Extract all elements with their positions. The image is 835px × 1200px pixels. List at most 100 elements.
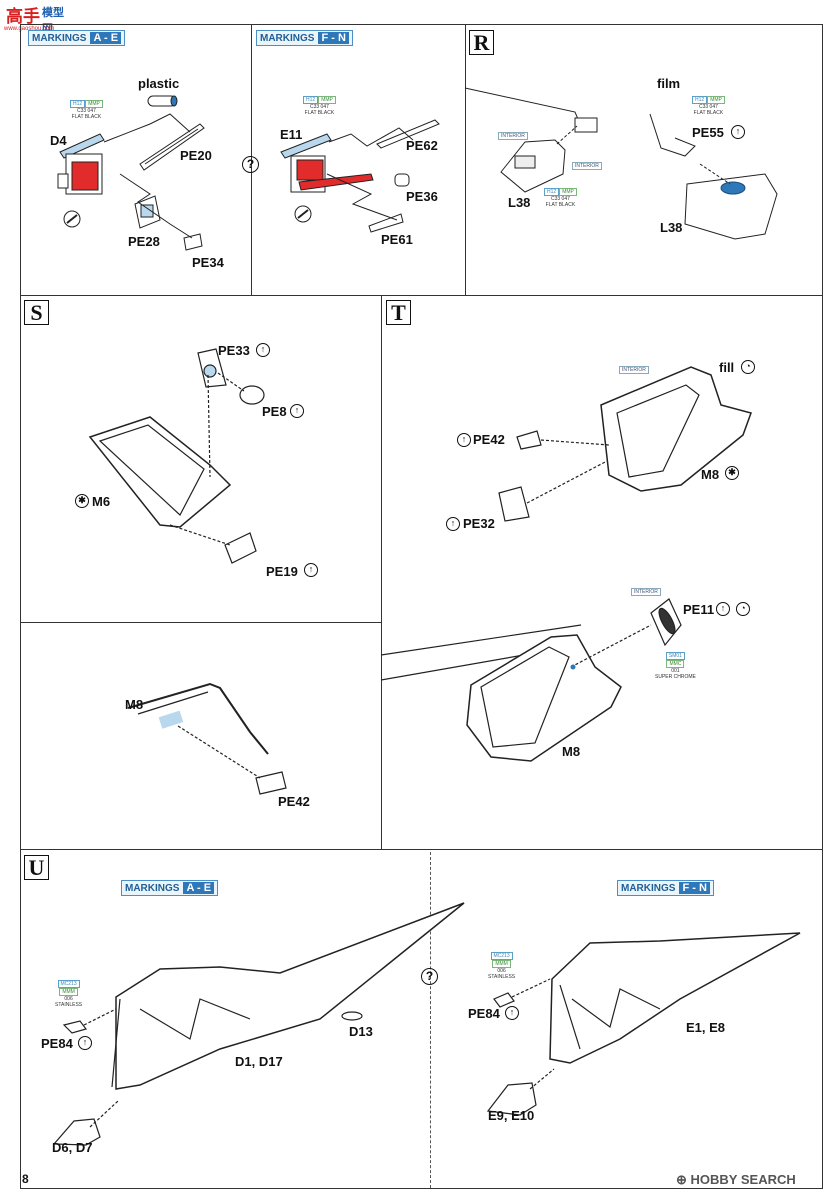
label-d4: D4 — [50, 133, 67, 148]
bend-icon-pe32: ↑ — [446, 517, 460, 531]
step-u-drawing — [52, 902, 801, 1146]
paint-mmp047-d: 047 — [709, 104, 718, 110]
label-pe62: PE62 — [406, 138, 438, 153]
label-pe32: PE32 — [463, 516, 495, 531]
paint-mmp047-b: 047 — [320, 104, 329, 110]
label-pe55: PE55 — [692, 125, 724, 140]
bend-icon-pe42: ↑ — [457, 433, 471, 447]
remove-icon-m6: ✱ — [75, 494, 89, 508]
label-pe42-a: PE42 — [278, 794, 310, 809]
paint-interior-r2: INTERIOR — [572, 162, 602, 170]
step-u-label: U — [24, 855, 49, 880]
paint-sm01: SM01 — [665, 652, 685, 660]
paint-flat-black-b: FLAT BLACK — [304, 110, 335, 116]
logo-text: 高手 — [6, 7, 40, 27]
label-plastic: plastic — [138, 76, 180, 91]
bend-icon-pe55: ↑ — [731, 125, 745, 139]
paint-mc213-b: MC213 — [490, 952, 513, 960]
paint-flat-black-d: FLAT BLACK — [693, 110, 724, 116]
markings-ae-prefix: MARKINGS — [32, 32, 87, 44]
markings-fn-prefix-u: MARKINGS — [621, 882, 676, 894]
label-pe20: PE20 — [180, 148, 212, 163]
label-pe28: PE28 — [128, 234, 160, 249]
label-pe36: PE36 — [406, 189, 438, 204]
label-pe11: PE11 — [683, 602, 715, 617]
label-pe42-b: PE42 — [473, 432, 505, 447]
page-number: 8 — [22, 1172, 29, 1186]
label-pe33: PE33 — [218, 343, 250, 358]
paint-mmc001: 001 — [671, 668, 680, 674]
markings-ae-range: A - E — [90, 32, 122, 44]
label-d13: D13 — [349, 1024, 373, 1039]
markings-fn-range: F - N — [318, 32, 349, 44]
paint-stainless: STAINLESS — [55, 1002, 83, 1008]
watermark-prefix: ⊕ — [676, 1172, 687, 1187]
fill-icon-m8: ◔ — [741, 360, 755, 374]
label-pe34: PE34 — [192, 255, 224, 270]
step-s-label: S — [24, 300, 49, 325]
paint-c33: C33 — [76, 108, 87, 114]
site-logo: 高手 模型网 www.gaoshou.com — [4, 2, 70, 38]
paint-mmp-d: MMP — [707, 96, 725, 104]
markings-ae-range-u: A - E — [183, 882, 215, 894]
paint-c33-c: C33 — [550, 196, 561, 202]
label-m8-b: M8 — [701, 467, 720, 482]
logo-sub: 模型网 — [42, 6, 64, 35]
paint-c33-b: C33 — [309, 104, 320, 110]
paint-interior-t1: INTERIOR — [619, 366, 649, 374]
label-pe19: PE19 — [266, 564, 298, 579]
label-d6-d7: D6, D7 — [52, 1140, 93, 1155]
label-film: film — [657, 76, 681, 91]
top-mid-drawing — [280, 119, 440, 233]
label-d1-d17: D1, D17 — [235, 1054, 283, 1069]
label-e1-e8: E1, E8 — [686, 1020, 726, 1035]
fill-icon-pe11: ◔ — [736, 602, 750, 616]
paint-mmp047: 047 — [87, 108, 96, 114]
paint-h12-b: H12 — [303, 96, 319, 104]
paint-mmp: MMP — [85, 100, 103, 108]
bend-icon-pe19: ↑ — [304, 563, 318, 577]
watermark-brand: HOBBY SEARCH — [690, 1172, 796, 1187]
markings-fn-prefix: MARKINGS — [260, 32, 315, 44]
paint-flat-black-c: FLAT BLACK — [545, 202, 576, 208]
label-l38-b: L38 — [660, 220, 683, 235]
question-icon-u: ? — [421, 968, 438, 985]
label-pe8: PE8 — [262, 404, 287, 419]
paint-interior-r1: INTERIOR — [498, 132, 528, 140]
paint-callout-super-chrome: SM01 MMC 001 SUPER CHROME — [655, 652, 696, 680]
question-icon: ? — [242, 156, 259, 173]
panel-u — [20, 849, 823, 1189]
label-m6: M6 — [92, 494, 111, 509]
label-l38-a: L38 — [508, 195, 531, 210]
top-left-drawing — [57, 95, 205, 251]
paint-h12-c: H12 — [544, 188, 560, 196]
paint-mmp-b: MMP — [318, 96, 336, 104]
remove-icon-m8: ✱ — [725, 466, 739, 480]
paint-mmm006: 006 — [64, 996, 73, 1002]
paint-callout-stainless-b: MC213 MMM 006 STAINLESS — [488, 952, 515, 980]
step-t-drawing — [380, 366, 752, 762]
bend-icon-pe8: ↑ — [290, 404, 304, 418]
step-t-label: T — [386, 300, 411, 325]
step-r-drawing — [464, 87, 778, 240]
paint-interior-t2: INTERIOR — [631, 588, 661, 596]
panel-u-divider — [430, 852, 431, 1188]
label-pe84-a: PE84 — [41, 1036, 73, 1051]
logo-url: www.gaoshou.com — [4, 26, 55, 32]
paint-mmc: MMC — [666, 660, 685, 668]
bend-icon-pe33: ↑ — [256, 343, 270, 357]
step-r-label: R — [469, 30, 494, 55]
paint-h12-d: H12 — [692, 96, 708, 104]
paint-mmp047-c: 047 — [561, 196, 570, 202]
bend-icon-pe84-a: ↑ — [78, 1036, 92, 1050]
paint-flat-black: FLAT BLACK — [71, 114, 102, 120]
label-m8-c: M8 — [562, 744, 581, 759]
markings-fn-range-u: F - N — [679, 882, 710, 894]
paint-mmm: MMM — [59, 988, 78, 996]
